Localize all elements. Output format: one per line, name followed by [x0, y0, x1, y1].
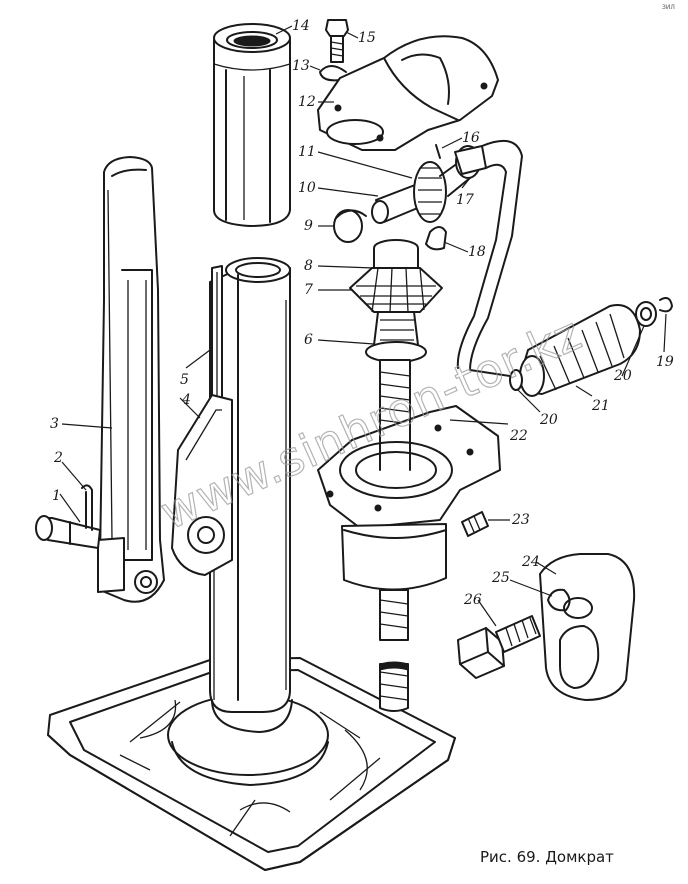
part-20-washer-b [635, 301, 657, 327]
callout-16: 16 [462, 130, 480, 146]
part-14-sleeve [213, 23, 291, 227]
part-5-rack [211, 265, 223, 415]
part-15-bolt [325, 19, 349, 63]
bent-rod [456, 139, 523, 377]
part-9-plug [333, 209, 367, 243]
callout-21: 21 [591, 398, 610, 414]
callout-4: 4 [181, 392, 191, 408]
callout-15: 15 [358, 30, 376, 46]
part-7-bevel-gear [349, 267, 443, 313]
callout-11: 11 [298, 144, 316, 160]
callout-5: 5 [180, 372, 189, 388]
part-23-set-screw [461, 511, 489, 537]
part-18-key [425, 226, 447, 251]
callout-20-lower: 20 [539, 412, 558, 428]
callout-13: 13 [292, 58, 310, 74]
part-24-plate [539, 553, 636, 701]
corner-mark: ЗИЛ [662, 4, 675, 11]
callout-10: 10 [298, 180, 316, 196]
part-3-lever [97, 156, 165, 603]
callout-26: 26 [463, 592, 482, 608]
callout-7: 7 [304, 282, 313, 298]
part-20-washer-a [509, 369, 523, 391]
part-16-pin [435, 144, 441, 159]
part-12-cap [317, 35, 499, 151]
callout-20-upper: 20 [613, 368, 632, 384]
callout-12: 12 [298, 94, 316, 110]
part-26-bolt [457, 615, 541, 679]
callout-8: 8 [304, 258, 313, 274]
callout-labels: 1 2 3 4 5 6 7 8 9 10 11 12 13 14 15 16 1… [50, 18, 674, 608]
callout-25: 25 [491, 570, 510, 586]
callout-2: 2 [53, 450, 63, 466]
part-22-housing [317, 405, 501, 591]
callout-9: 9 [304, 218, 313, 234]
figure-caption: Рис. 69. Домкрат [480, 848, 614, 866]
part-2-cotter [81, 484, 93, 531]
callout-18: 18 [468, 244, 486, 260]
callout-3: 3 [50, 416, 59, 432]
callout-24: 24 [521, 554, 540, 570]
callout-22: 22 [509, 428, 528, 444]
callout-1: 1 [52, 488, 61, 504]
part-25-ring [547, 588, 571, 612]
callout-17: 17 [456, 192, 474, 208]
callout-19: 19 [656, 354, 674, 370]
part-4-bracket [171, 394, 233, 576]
part-17-fitting [454, 145, 487, 179]
part-13-ring [319, 65, 347, 82]
callout-14: 14 [292, 18, 310, 34]
callout-23: 23 [511, 512, 530, 528]
leader-lines [59, 25, 667, 627]
part-19-ring [659, 297, 673, 313]
part-21-grip [519, 304, 641, 397]
part-6-nut [365, 311, 427, 363]
part-1-pin [35, 515, 101, 549]
callout-6: 6 [304, 332, 313, 348]
